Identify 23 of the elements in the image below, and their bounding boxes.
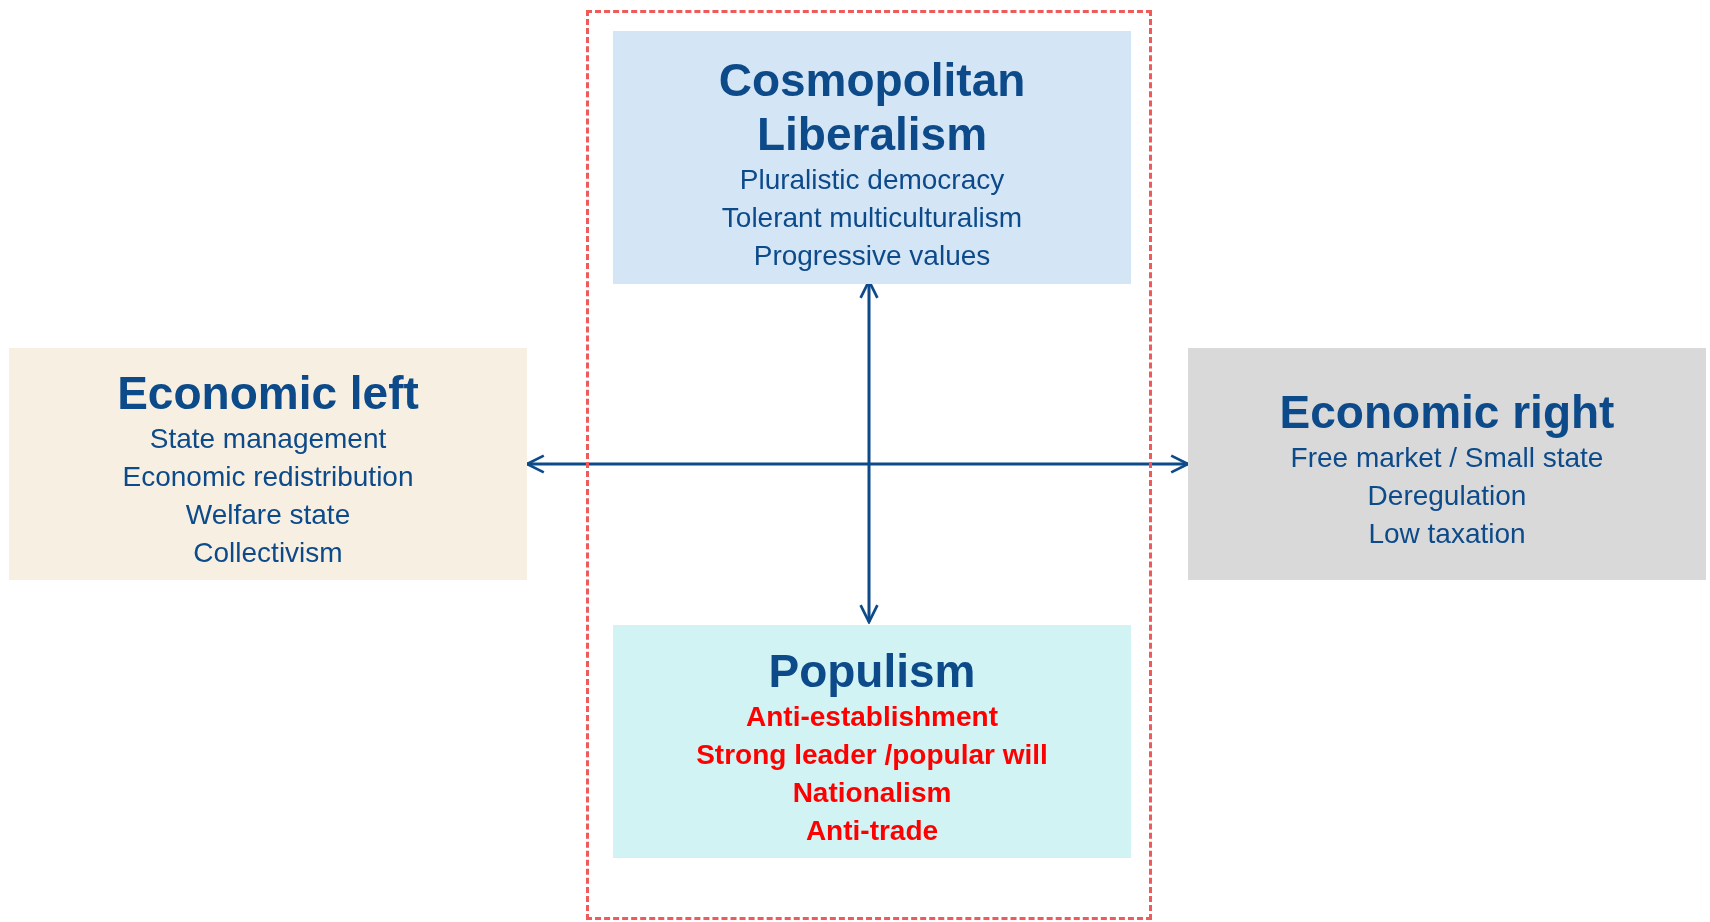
box-item: Pluralistic democracy: [739, 162, 1005, 197]
box-item: Progressive values: [753, 238, 991, 273]
box-item: Anti-establishment: [746, 699, 998, 734]
box-heading: Populism: [768, 643, 976, 698]
category-box: [9, 348, 527, 580]
box-item: Nationalism: [792, 775, 952, 810]
box-heading: Economic left: [117, 366, 419, 420]
box-item: Low taxation: [1368, 517, 1526, 551]
box-item: Collectivism: [193, 536, 343, 570]
dashed-frame: [586, 10, 1152, 920]
category-box: [613, 31, 1131, 284]
box-item: Tolerant multiculturalism: [721, 200, 1023, 235]
box-item: State management: [149, 422, 387, 456]
box-item: Economic redistribution: [122, 460, 414, 494]
box-item: Welfare state: [185, 498, 351, 532]
box-item: Deregulation: [1367, 479, 1527, 513]
box-heading: Cosmopolitan Liberalism: [717, 52, 1027, 161]
category-box: [1188, 348, 1706, 580]
box-heading: Economic right: [1279, 385, 1615, 439]
box-item: Free market / Small state: [1290, 441, 1604, 475]
box-item: Strong leader /popular will: [696, 737, 1048, 772]
box-item: Anti-trade: [805, 813, 939, 848]
category-box: [613, 625, 1131, 858]
